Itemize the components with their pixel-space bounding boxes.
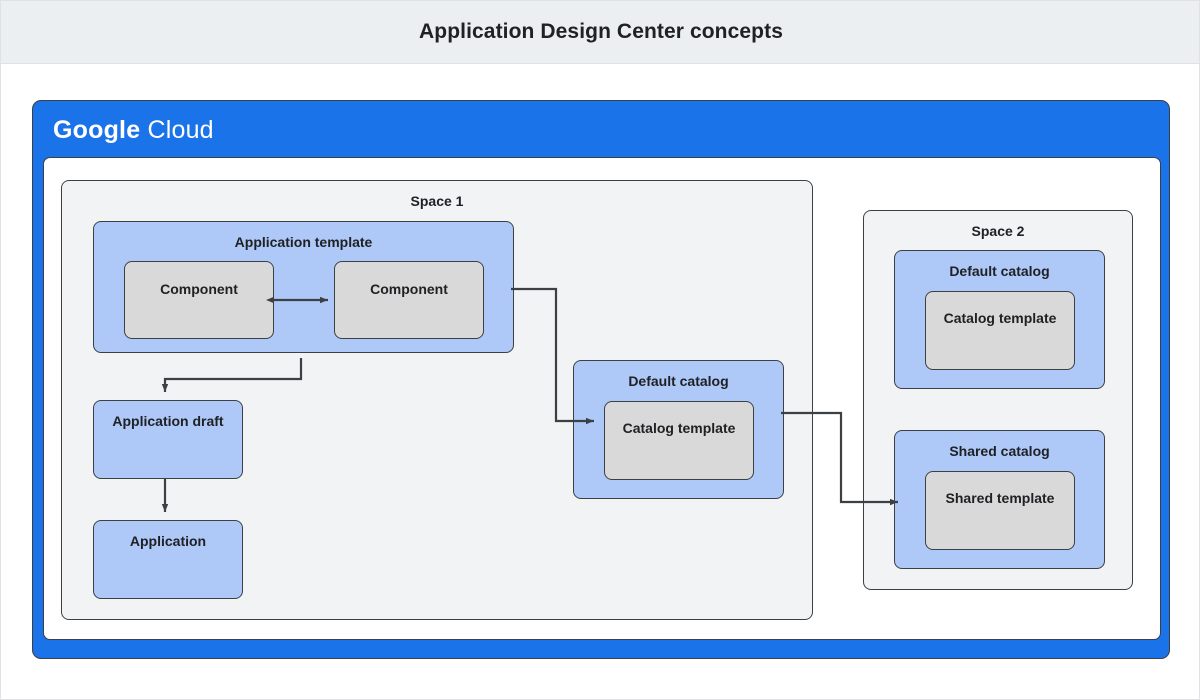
google-cloud-frame: Google Cloud Space 1 Application templat… bbox=[32, 100, 1170, 659]
google-cloud-inner-region: Space 1 Application template Component C… bbox=[43, 157, 1161, 640]
default-catalog-space-2-box[interactable]: Default catalog Catalog template bbox=[894, 250, 1105, 389]
shared-template-box[interactable]: Shared template bbox=[925, 471, 1075, 550]
space-1-container: Space 1 Application template Component C… bbox=[61, 180, 813, 620]
application-draft-box[interactable]: Application draft bbox=[93, 400, 243, 479]
shared-template-label: Shared template bbox=[945, 490, 1055, 506]
catalog-template-space-1-label: Catalog template bbox=[622, 420, 736, 436]
component-right-box[interactable]: Component bbox=[334, 261, 484, 339]
catalog-template-space-2-box[interactable]: Catalog template bbox=[925, 291, 1075, 370]
application-template-box[interactable]: Application template Component Component bbox=[93, 221, 514, 353]
shared-catalog-box[interactable]: Shared catalog Shared template bbox=[894, 430, 1105, 569]
catalog-template-space-1-box[interactable]: Catalog template bbox=[604, 401, 754, 480]
google-cloud-logo-secondary: Cloud bbox=[147, 116, 214, 144]
catalog-template-space-2-label: Catalog template bbox=[943, 310, 1057, 326]
component-left-label: Component bbox=[160, 281, 238, 297]
space-2-container: Space 2 Default catalog Catalog template… bbox=[863, 210, 1133, 590]
application-template-label: Application template bbox=[234, 234, 373, 250]
component-right-label: Component bbox=[370, 281, 448, 297]
component-left-box[interactable]: Component bbox=[124, 261, 274, 339]
default-catalog-space-1-box[interactable]: Default catalog Catalog template bbox=[573, 360, 784, 499]
google-cloud-logo-primary: Google bbox=[53, 116, 141, 144]
google-cloud-logo: Google Cloud bbox=[53, 116, 214, 145]
default-catalog-space-2-label: Default catalog bbox=[949, 263, 1050, 279]
page-title: Application Design Center concepts bbox=[419, 20, 783, 43]
application-draft-label: Application draft bbox=[112, 413, 224, 429]
space-2-label: Space 2 bbox=[971, 223, 1025, 239]
shared-catalog-label: Shared catalog bbox=[949, 443, 1050, 459]
application-label: Application bbox=[129, 533, 207, 549]
application-box[interactable]: Application bbox=[93, 520, 243, 599]
banner: Application Design Center concepts bbox=[1, 1, 1199, 64]
space-1-label: Space 1 bbox=[410, 193, 464, 209]
default-catalog-space-1-label: Default catalog bbox=[628, 373, 729, 389]
